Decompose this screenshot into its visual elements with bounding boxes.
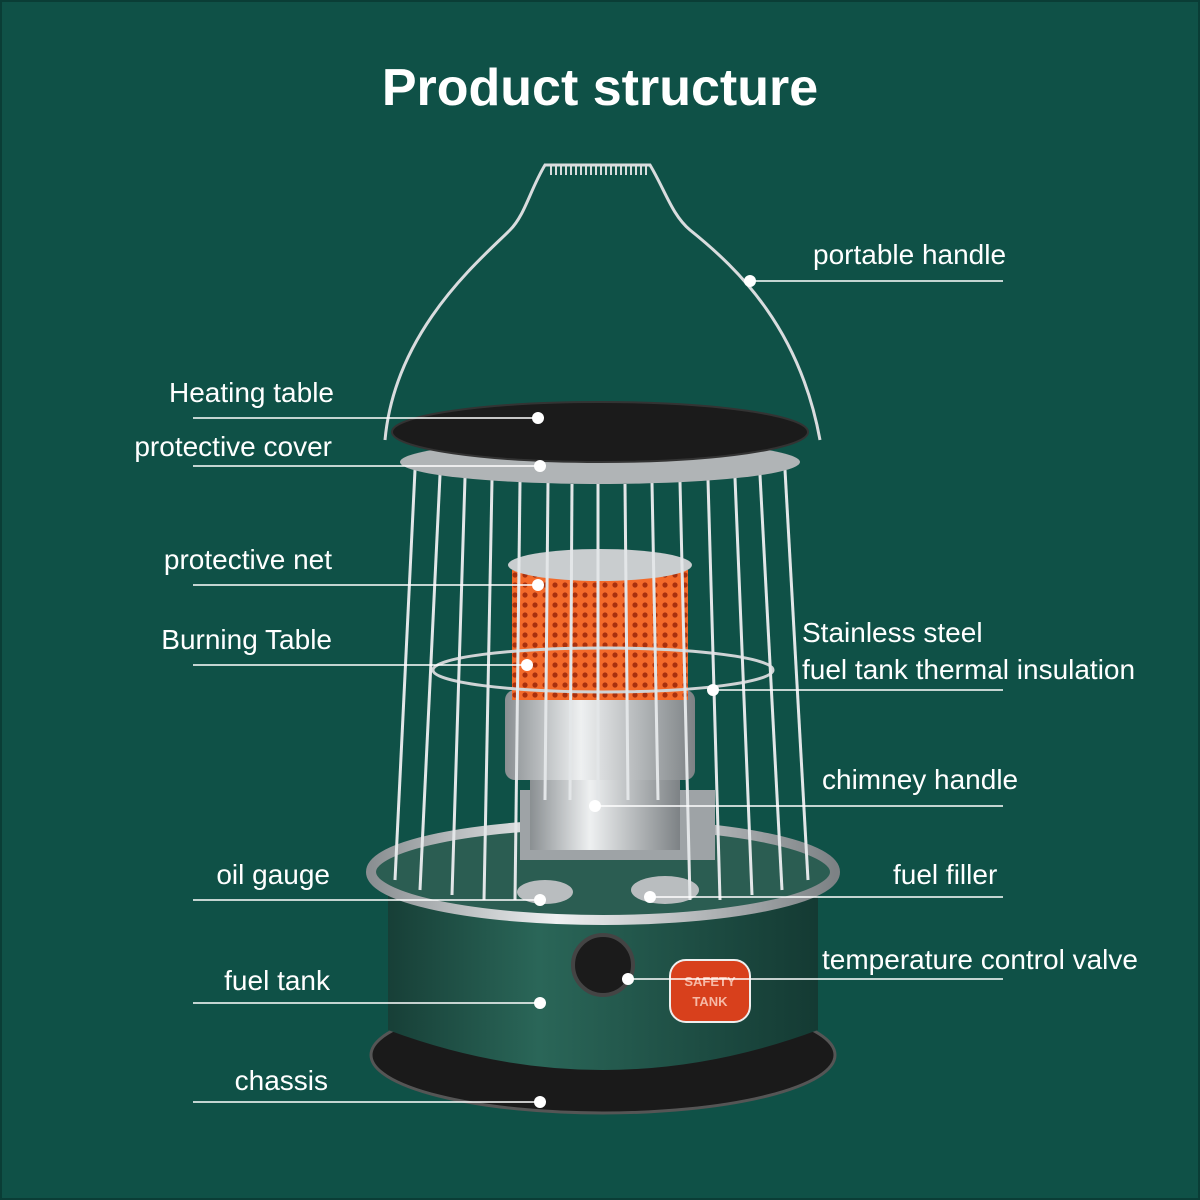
leader-dots — [521, 275, 756, 1108]
page-title: Product structure — [381, 59, 819, 117]
oil-gauge — [517, 880, 573, 904]
label-stainless-steel: Stainless steel — [802, 617, 983, 648]
safety-tank-badge: SAFETY TANK — [669, 959, 751, 1023]
burning-table — [431, 646, 775, 694]
label-heating-table: Heating table — [168, 377, 334, 408]
label-oil-gauge: oil gauge — [216, 859, 330, 890]
heating-table — [391, 401, 809, 463]
label-portable-handle: portable handle — [813, 239, 1007, 270]
label-fuel-tank-thermal-insulation: fuel tank thermal insulation — [802, 654, 1136, 685]
badge-line1: SAFETY — [684, 974, 736, 989]
label-chassis: chassis — [234, 1065, 328, 1096]
chimney — [530, 770, 680, 850]
label-fuel-tank: fuel tank — [224, 965, 330, 996]
temperature-control-knob — [571, 933, 635, 997]
burner-glow — [512, 570, 688, 700]
protective-net — [393, 469, 810, 901]
label-protective-net: protective net — [163, 544, 332, 575]
label-protective-cover: protective cover — [134, 431, 332, 462]
label-chimney-handle: chimney handle — [822, 764, 1019, 795]
label-burning-table: Burning Table — [161, 624, 332, 655]
label-fuel-filler: fuel filler — [893, 859, 998, 890]
label-temperature-control-valve: temperature control valve — [822, 944, 1138, 975]
badge-line2: TANK — [692, 994, 728, 1009]
portable-handle — [383, 163, 822, 441]
leader-lines — [193, 280, 1003, 1103]
